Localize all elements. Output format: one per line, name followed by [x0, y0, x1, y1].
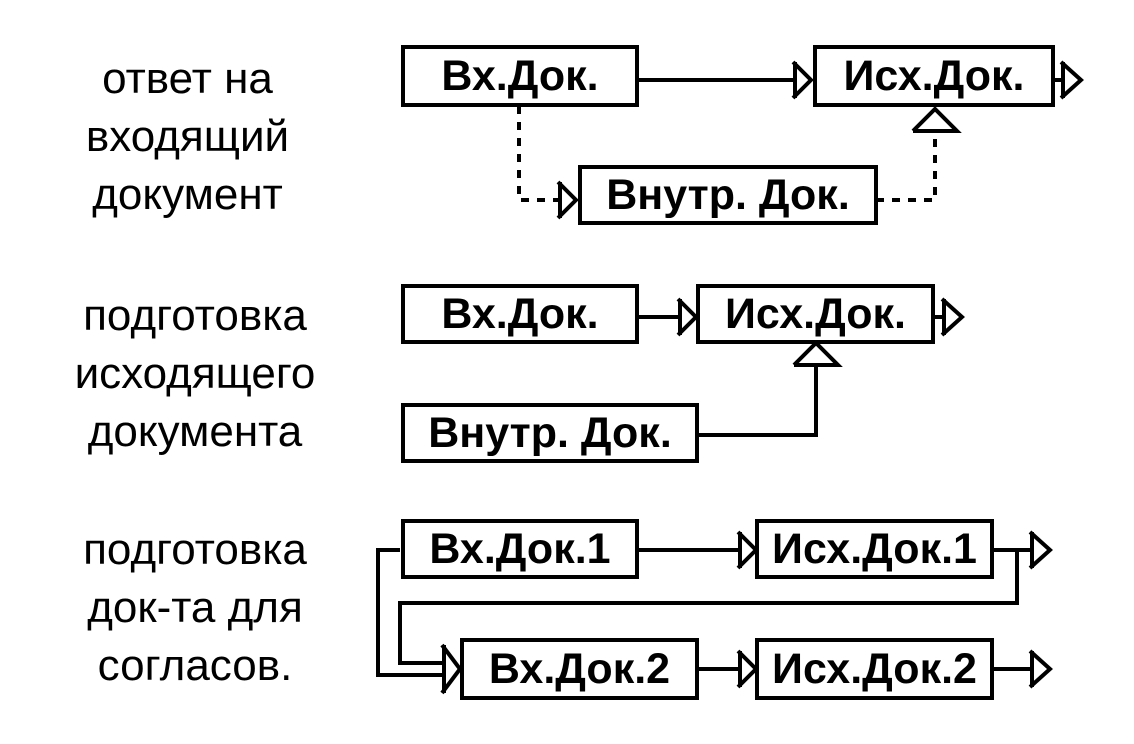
arrowhead-up [792, 340, 843, 367]
label-line: ответ на [102, 54, 273, 103]
arrowhead [791, 60, 814, 100]
label-line: входящий [85, 112, 290, 161]
label-line: документа [87, 407, 303, 456]
box-internal-doc: Внутр. Док. [401, 403, 699, 463]
box-incoming-doc: Вх.Док. [401, 45, 639, 107]
label-line: согласов. [97, 641, 293, 690]
box-outgoing-doc-2: Исх.Док.2 [755, 638, 994, 700]
box-internal-doc: Внутр. Док. [578, 165, 878, 225]
box-incoming-doc: Вх.Док. [401, 284, 639, 344]
row-label-prepare-outgoing: подготовка исходящего документа [40, 287, 350, 461]
arrowhead-out [1059, 60, 1084, 100]
connector-in1-to-in2 [376, 548, 444, 677]
label-line: док-та для [87, 583, 303, 632]
connector-internal-to-out [697, 365, 818, 437]
label-line: документ [92, 170, 283, 219]
arrowhead-out [1028, 530, 1053, 570]
box-incoming-doc-1: Вх.Док.1 [401, 519, 639, 579]
label-line: подготовка [83, 525, 307, 574]
dotted-connector-in-to-internal [517, 106, 560, 202]
connector-out1-to-in2 [398, 550, 1019, 665]
dotted-connector-internal-to-out [876, 131, 937, 202]
arrowhead [556, 180, 579, 220]
box-outgoing-doc: Исх.Док. [696, 284, 935, 344]
arrowhead-up [911, 106, 962, 133]
label-line: исходящего [74, 349, 316, 398]
label-line: подготовка [83, 291, 307, 340]
arrowhead-out [940, 297, 965, 337]
row-label-prepare-approval: подготовка док-та для согласов. [40, 521, 350, 695]
box-outgoing-doc: Исх.Док. [813, 45, 1055, 107]
arrowhead-out [1028, 649, 1053, 689]
box-outgoing-doc-1: Исх.Док.1 [755, 519, 994, 579]
row-label-reply: ответ на входящий документ [60, 50, 315, 224]
box-incoming-doc-2: Вх.Док.2 [460, 638, 699, 700]
